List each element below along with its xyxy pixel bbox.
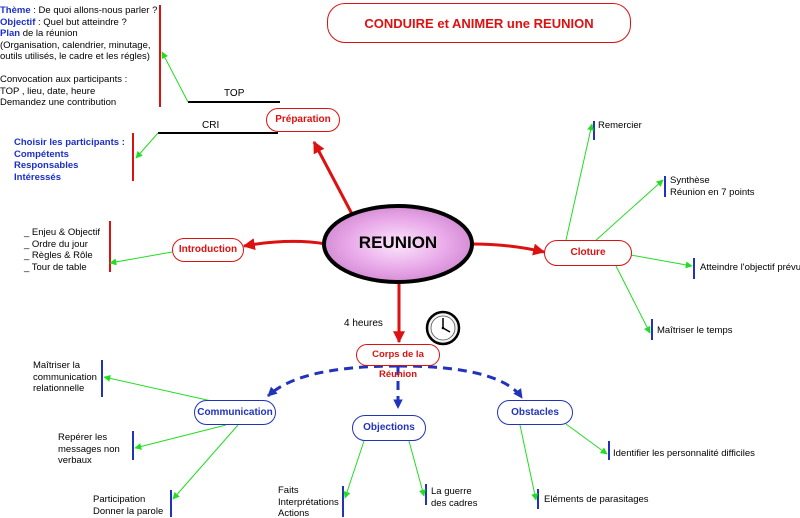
text-line: des cadres (431, 497, 478, 509)
arrow-green-participation (172, 424, 239, 500)
text-line: Interprétations (278, 496, 339, 508)
plan-key: Plan (0, 28, 21, 39)
arrow-green-non-verbaux (134, 424, 227, 450)
text-line: relationnelle (33, 383, 85, 394)
comm-relationnelle: Maîtriser la communication relationnelle (33, 360, 97, 395)
cloture-objectif: Atteindre l'objectif prévu (700, 262, 800, 273)
cri-label: CRI (202, 120, 220, 131)
text-line: messages non (58, 443, 120, 455)
arrow-to-introduction (242, 238, 327, 251)
arrow-green-top (161, 51, 189, 103)
text-line: La guerre (431, 486, 472, 497)
convocation-2: TOP , lieu, date, heure (0, 85, 96, 97)
arrow-green-parasitages (519, 424, 539, 501)
text-line: verbaux (58, 455, 92, 466)
cloture-temps: Maîtriser le temps (657, 325, 733, 336)
corps-duration: 4 heures (344, 318, 383, 329)
intro-item: _ Ordre du jour (24, 238, 88, 250)
objections-left: Faits Interprétations Actions (278, 485, 339, 518)
choisir-item: Intéressés (14, 171, 62, 183)
arrow-green-personnalites (565, 423, 608, 455)
arc-to-communication (266, 364, 399, 398)
intro-item: _ Règles & Rôle (24, 250, 93, 261)
obstacles-personnalites: Identifier les personnalité difficiles (613, 448, 755, 459)
node-introduction[interactable]: Introduction (172, 238, 244, 262)
arrow-green-cri (135, 132, 159, 159)
node-obstacles[interactable]: Obstacles (497, 400, 573, 425)
choisir-item: Responsables (14, 160, 79, 171)
comm-participation: Participation Donner la parole (93, 494, 163, 517)
comm-non-verbaux: Repérer les messages non verbaux (58, 432, 120, 467)
node-objections[interactable]: Objections (352, 415, 426, 441)
node-preparation[interactable]: Préparation (266, 108, 340, 132)
main-arrows (242, 140, 546, 344)
convocation-3: Demandez une contribution (0, 97, 117, 108)
obstacles-parasitages: Eléments de parasitages (544, 494, 649, 505)
text-line: Faits (278, 485, 299, 496)
arrow-green-faits (343, 440, 365, 499)
arrow-green-synthese (593, 179, 664, 243)
arrow-green-temps (615, 265, 651, 334)
top-label: TOP (224, 88, 245, 99)
text-line: Repérer les (58, 432, 108, 443)
objectif-key: Objectif (0, 16, 36, 28)
choisir-title: Choisir les participants : (14, 137, 125, 148)
arc-to-obstacles (397, 364, 524, 399)
theme-text: : De quoi allons-nous parler ? (30, 5, 158, 16)
objectif-text: : Quel but atteindre ? (35, 16, 127, 28)
text-line: Participation (93, 494, 146, 505)
arrow-green-relationnelle (103, 374, 217, 403)
cloture-remercier: Remercier (598, 120, 642, 131)
plan-text: de la réunion (20, 28, 78, 39)
arrow-to-cloture (471, 242, 546, 256)
blue-arrows (266, 364, 524, 409)
arrow-green-guerre (408, 440, 426, 497)
node-corps[interactable]: Corps de la Réunion (356, 344, 440, 380)
title-box: CONDUIRE et ANIMER une REUNION (327, 3, 631, 43)
arrow-to-preparation (312, 140, 354, 215)
introduction-items: _ Enjeu & Objectif _ Ordre du jour _ Règ… (24, 227, 100, 273)
page-title: CONDUIRE et ANIMER une REUNION (364, 15, 594, 31)
arrow-green-intro (109, 251, 173, 266)
cloture-synthese: Synthèse Réunion en 7 points (670, 175, 755, 198)
convocation-1: Convocation aux participants : (0, 74, 128, 85)
text-line: communication (33, 371, 97, 383)
theme-key: Thème (0, 5, 31, 16)
preparation-details: Thème : De quoi allons-nous parler ? Obj… (0, 5, 157, 109)
synthese-line-2: Réunion en 7 points (670, 186, 755, 198)
center-node-shape (322, 204, 474, 284)
node-cloture[interactable]: Cloture (544, 240, 632, 266)
text-line: Actions (278, 508, 310, 518)
center-node-label: REUNION (358, 233, 438, 252)
text-line: Maîtriser la (33, 360, 80, 371)
plan-detail-2: outils utilisés, le cadre et les régles) (0, 51, 150, 62)
objections-right: La guerre des cadres (431, 486, 477, 509)
intro-item: _ Enjeu & Objectif (24, 227, 101, 238)
choisir-item: Compétents (14, 148, 69, 160)
text-line: Donner la parole (93, 505, 164, 517)
node-communication[interactable]: Communication (194, 400, 276, 425)
arrow-green-remercier (565, 123, 595, 241)
intro-item: _ Tour de table (24, 261, 87, 273)
clock-icon (425, 310, 461, 346)
synthese-line-1: Synthèse (670, 175, 710, 186)
plan-detail-1: (Organisation, calendrier, minutage, (0, 39, 151, 51)
choisir-participants: Choisir les participants : Compétents Re… (14, 137, 125, 183)
